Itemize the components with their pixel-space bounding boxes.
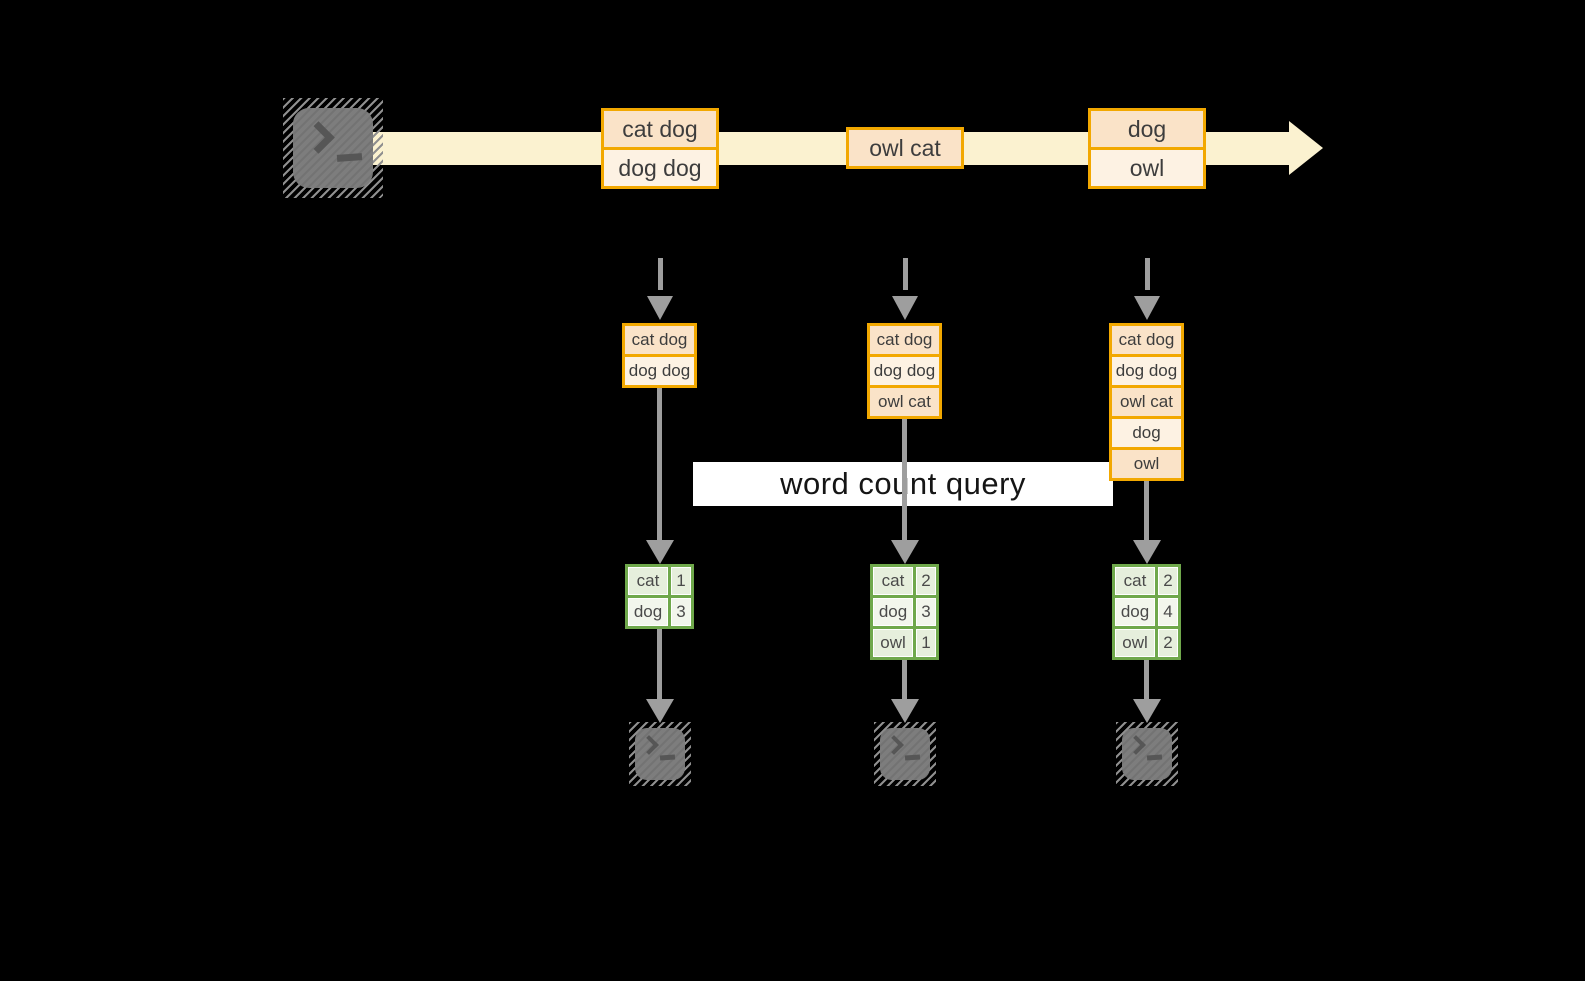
flow-arrowhead-icon [891,540,919,564]
source-terminal-icon [283,98,383,198]
stream-event-line: dog dog [604,147,716,186]
prompt-underscore-icon [904,754,921,761]
buffer-row: owl cat [870,385,939,416]
buffer-row: dog [1112,416,1181,447]
event-buffer-stack-3: cat dog dog dog owl cat dog owl [1109,323,1184,481]
buffer-row: dog dog [625,354,694,385]
word-cell: dog [873,598,913,626]
buffer-row: cat dog [625,326,694,354]
terminal-window [1122,728,1172,780]
word-cell: dog [1115,598,1155,626]
ingest-dashed-arrow-1 [658,258,663,290]
event-buffer-stack-2: cat dog dog dog owl cat [867,323,942,419]
word-cell: cat [628,567,668,595]
buffer-row: cat dog [870,326,939,354]
word-cell: owl [873,629,913,657]
buffer-row: dog dog [870,354,939,385]
flow-arrow-line [1144,658,1149,702]
ingest-arrowhead-icon [892,296,918,320]
stream-event-line: owl cat [849,130,961,166]
count-cell: 2 [1158,629,1178,657]
count-cell: 3 [671,598,691,626]
flow-arrowhead-icon [646,540,674,564]
terminal-window [635,728,685,780]
output-terminal-icon-2 [874,722,936,786]
word-cell: dog [628,598,668,626]
count-cell: 3 [916,598,936,626]
terminal-window [293,108,373,188]
flow-arrowhead-icon [1133,540,1161,564]
flow-arrowhead-icon [891,699,919,723]
word-cell: cat [873,567,913,595]
buffer-row: owl [1112,447,1181,478]
terminal-window [880,728,930,780]
prompt-underscore-icon [659,754,676,761]
ingest-dashed-arrow-2 [903,258,908,290]
word-count-table-1: cat 1 dog 3 [625,564,694,629]
output-terminal-icon-1 [629,722,691,786]
count-cell: 2 [1158,567,1178,595]
flow-arrow-line [902,417,907,544]
flow-arrow-line [657,627,662,702]
ingest-dashed-arrow-3 [1145,258,1150,290]
stream-event-line: cat dog [604,111,716,147]
count-cell: 2 [916,567,936,595]
stream-event-box-2: owl cat [846,127,964,169]
count-cell: 1 [916,629,936,657]
word-cell: owl [1115,629,1155,657]
prompt-underscore-icon [1146,754,1163,761]
flow-arrow-line [902,658,907,702]
stream-event-box-1: cat dog dog dog [601,108,719,189]
count-cell: 4 [1158,598,1178,626]
stream-event-line: owl [1091,147,1203,186]
count-cell: 1 [671,567,691,595]
word-count-table-3: cat 2 dog 4 owl 2 [1112,564,1181,660]
flow-arrow-line [1144,479,1149,544]
buffer-row: cat dog [1112,326,1181,354]
stream-event-line: dog [1091,111,1203,147]
buffer-row: dog dog [1112,354,1181,385]
buffer-row: owl cat [1112,385,1181,416]
ingest-arrowhead-icon [1134,296,1160,320]
flow-arrowhead-icon [1133,699,1161,723]
word-cell: cat [1115,567,1155,595]
stream-event-box-3: dog owl [1088,108,1206,189]
stream-arrow-head-icon [1289,121,1323,175]
flow-arrow-line [657,386,662,544]
ingest-arrowhead-icon [647,296,673,320]
word-count-table-2: cat 2 dog 3 owl 1 [870,564,939,660]
event-buffer-stack-1: cat dog dog dog [622,323,697,388]
output-terminal-icon-3 [1116,722,1178,786]
flow-arrowhead-icon [646,699,674,723]
